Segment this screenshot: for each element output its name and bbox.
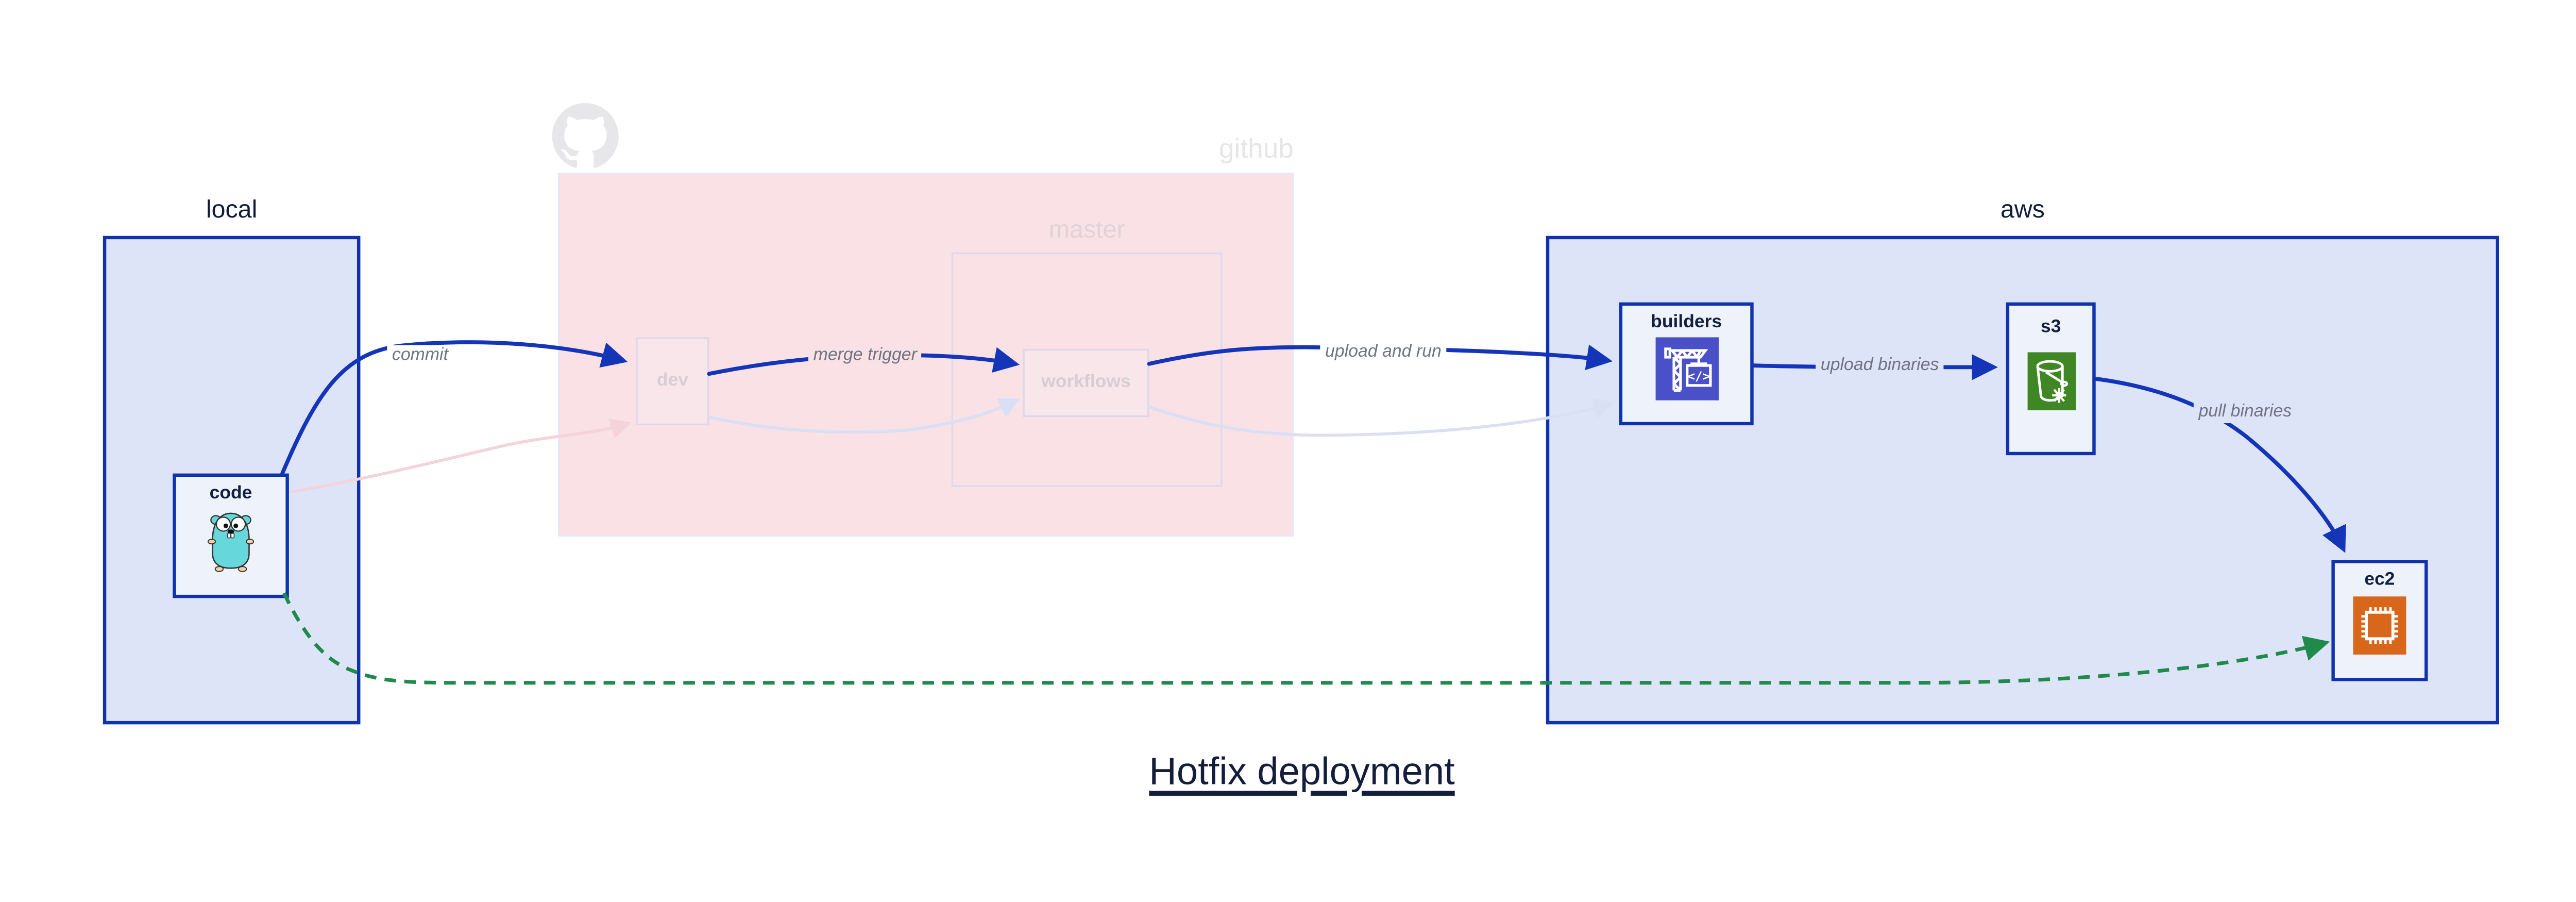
- node-dev-label: dev: [656, 370, 688, 391]
- edge-ghost-dev-to-workflows: [707, 398, 1020, 434]
- node-code: code: [173, 473, 289, 598]
- node-workflows: workflows: [1023, 348, 1149, 417]
- codebuild-crane-icon: </>: [1654, 337, 1718, 400]
- aws-container-label: aws: [2000, 196, 2045, 225]
- edge-label-commit: commit: [387, 345, 453, 366]
- go-gopher-icon: [207, 512, 255, 572]
- diagram-title: Hotfix deployment: [1149, 749, 1455, 793]
- edge-label-merge-trigger: merge trigger: [808, 345, 922, 366]
- local-container-label: local: [206, 196, 258, 225]
- master-container: [951, 252, 1223, 487]
- github-container-label: github: [1218, 135, 1294, 165]
- node-dev: dev: [636, 337, 709, 426]
- edge-pull-binaries-line: [2093, 377, 2346, 553]
- node-builders-label: builders: [1651, 312, 1722, 332]
- node-workflows-label: workflows: [1041, 372, 1131, 392]
- master-container-label: master: [1048, 216, 1125, 244]
- edge-label-pull-binaries: pull binaries: [2193, 402, 2297, 423]
- edge-code-to-ec2-dashed: [282, 592, 2330, 685]
- node-ec2-label: ec2: [2364, 570, 2395, 590]
- node-s3: s3: [2006, 302, 2096, 456]
- node-builders: builders </>: [1619, 302, 1754, 426]
- edge-ghost-workflows-to-builders: [1147, 398, 1615, 437]
- s3-bucket-icon: [2026, 352, 2075, 411]
- github-octocat-icon: [552, 103, 619, 168]
- edge-ghost-code-to-dev: [291, 418, 632, 493]
- edge-label-upload-binaries: upload binaries: [1816, 355, 1944, 376]
- svg-text:</>: </>: [1687, 369, 1709, 383]
- ec2-chip-icon: [2353, 596, 2406, 655]
- node-s3-label: s3: [2040, 317, 2061, 338]
- edge-label-upload-and-run: upload and run: [1320, 342, 1447, 363]
- node-ec2: ec2: [2331, 560, 2428, 681]
- node-code-label: code: [209, 483, 252, 504]
